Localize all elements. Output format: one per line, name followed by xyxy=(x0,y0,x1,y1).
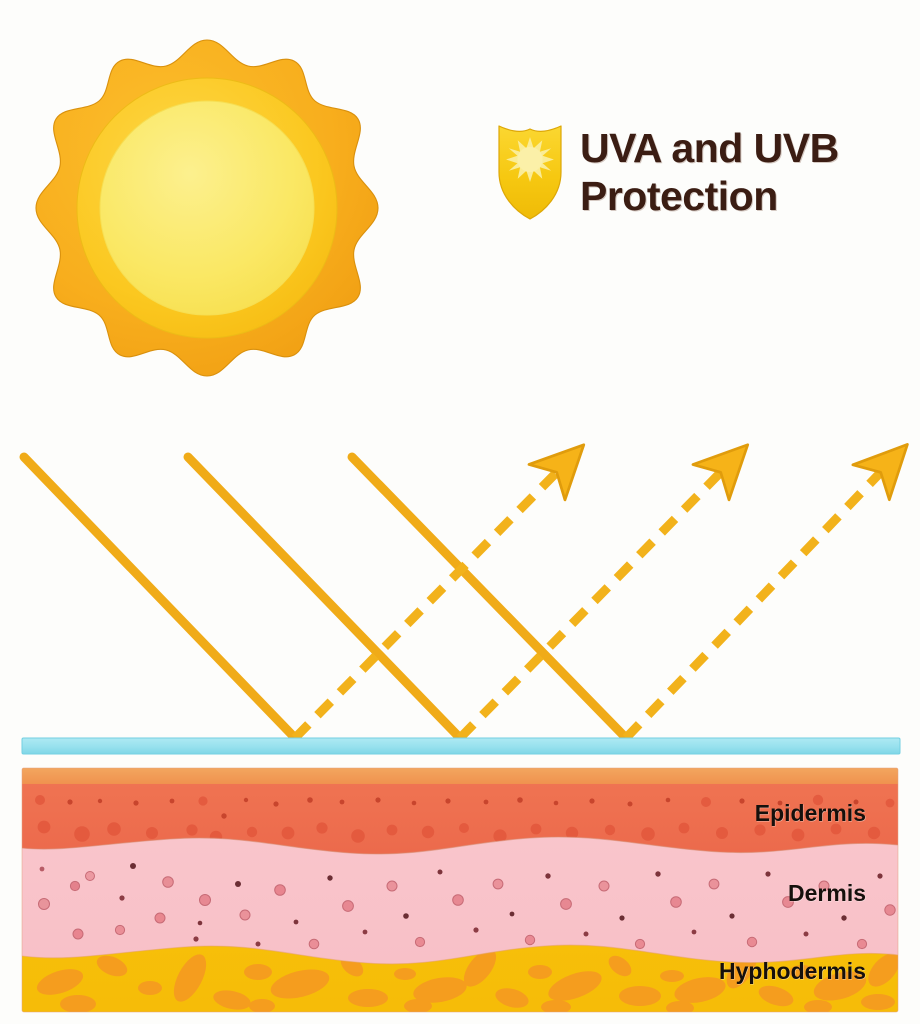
incoming-ray-2 xyxy=(183,452,465,743)
badge-title-line-1: UVA and UVB xyxy=(580,125,839,171)
sunscreen-film-layer xyxy=(21,737,901,755)
sun-graphic xyxy=(35,39,379,377)
reflected-ray-3 xyxy=(622,443,909,742)
badge-title-line-2: Protection xyxy=(580,173,778,219)
incoming-ray-3 xyxy=(347,452,631,743)
stratum-corneum-strip xyxy=(22,768,898,784)
incoming-uv-rays xyxy=(19,452,631,743)
skin-block-outline xyxy=(21,767,899,1013)
epidermis-layer xyxy=(22,768,898,855)
shield-icon xyxy=(498,125,562,220)
label-hyphodermis: Hyphodermis xyxy=(719,958,866,984)
label-dermis: Dermis xyxy=(788,880,866,906)
sun-inner-disc xyxy=(99,100,315,316)
label-epidermis: Epidermis xyxy=(754,800,866,826)
incoming-ray-1 xyxy=(19,452,300,743)
shield-sun-icon xyxy=(506,137,554,182)
badge-title: UVA and UVB Protection xyxy=(580,124,900,220)
skin-cross-section xyxy=(22,768,898,1012)
epidermis-cells xyxy=(35,794,895,844)
reflected-uv-rays xyxy=(291,443,909,742)
dermis-cells xyxy=(38,863,896,950)
